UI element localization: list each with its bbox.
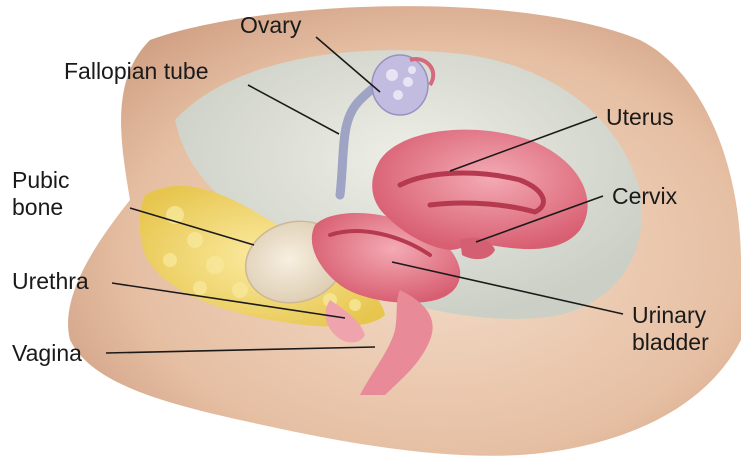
label-pubic-bone-line2: bone [12,194,63,220]
label-vagina: Vagina [12,340,82,366]
label-cervix: Cervix [612,183,677,209]
label-urethra: Urethra [12,268,89,294]
label-uterus: Uterus [606,104,674,130]
label-fallopian-tube: Fallopian tube [64,58,209,84]
label-pubic-bone-line1: Pubic [12,167,70,193]
label-ovary: Ovary [240,12,301,38]
label-urinary-bladder-line1: Urinary [632,302,706,328]
label-urinary-bladder-line2: bladder [632,329,709,355]
ovary [372,55,428,115]
